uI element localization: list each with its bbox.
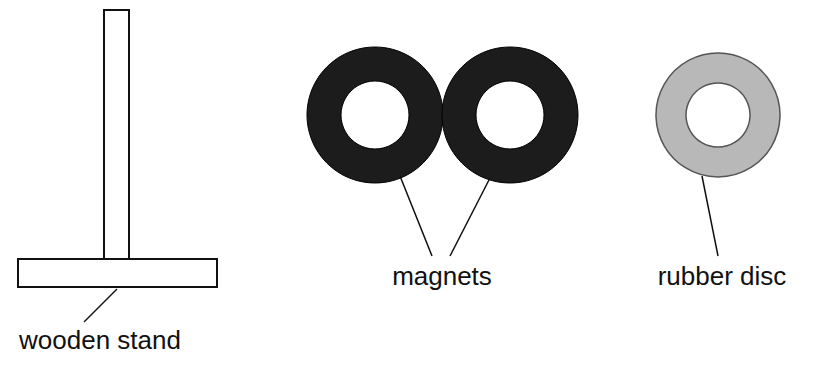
leader-line bbox=[702, 176, 718, 256]
part-label: wooden stand bbox=[19, 326, 181, 355]
rubber-disc-ring bbox=[656, 53, 780, 177]
leader-line bbox=[400, 176, 432, 256]
leader-line bbox=[450, 178, 490, 256]
magnet-ring bbox=[307, 47, 443, 183]
part-label: rubber disc bbox=[658, 262, 787, 291]
stand-post bbox=[104, 10, 129, 259]
stand-base bbox=[18, 259, 217, 287]
magnet-ring bbox=[442, 47, 578, 183]
part-label: magnets bbox=[392, 262, 492, 291]
leader-line bbox=[84, 289, 117, 322]
